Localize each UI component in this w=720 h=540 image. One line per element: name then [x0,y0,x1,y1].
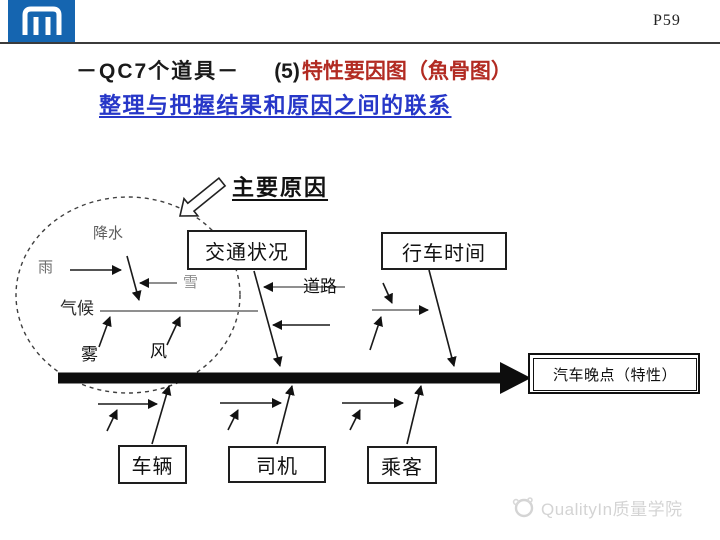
slide-title: －QC7个道具－ (5)特性要因图（魚骨图） [76,55,512,85]
climate-branch-lines [70,255,258,348]
title-highlight: 特性要因图（魚骨图） [301,60,512,83]
effect-box: 汽车晚点（特性） [528,353,700,394]
main-cause-arrow-icon [178,176,227,217]
driver-branch-lines [220,385,295,445]
watermark-logo-icon [512,497,534,518]
traffic-branch-lines [253,270,345,367]
watermark: QualityIn质量学院 [510,494,683,520]
label-fog: 雾 [81,345,98,364]
effect-box-label: 汽车晚点（特性） [533,358,697,391]
main-cause-label: 主要原因 [232,175,329,200]
cause-box-time: 行车时间 [381,232,507,270]
cause-box-traffic: 交通状况 [187,230,307,270]
spine-arrow [58,362,531,394]
title-prefix: －QC7个道具－ [76,60,241,83]
page-number: P59 [653,12,681,29]
vehicle-branch-lines [98,385,172,445]
cause-box-passenger: 乘客 [367,446,437,484]
header-divider [0,42,720,44]
cause-area-ellipse [15,196,241,394]
label-snow: 雪 [183,274,199,291]
label-climate: 气候 [60,299,94,318]
title-index: (5) [274,60,300,83]
cause-box-driver: 司机 [228,446,326,483]
gate-icon [22,6,62,35]
cause-box-vehicle: 车辆 [118,445,187,484]
label-wind: 风 [150,342,167,361]
label-rain: 雨 [38,259,54,276]
label-precipitation: 降水 [93,225,124,242]
brand-logo [8,0,75,43]
label-road: 道路 [303,277,337,296]
watermark-text: QualityIn质量学院 [541,499,683,519]
passenger-branch-lines [342,385,424,445]
time-branch-lines [369,269,457,367]
slide-subtitle: 整理与把握结果和原因之间的联系 [99,93,452,118]
